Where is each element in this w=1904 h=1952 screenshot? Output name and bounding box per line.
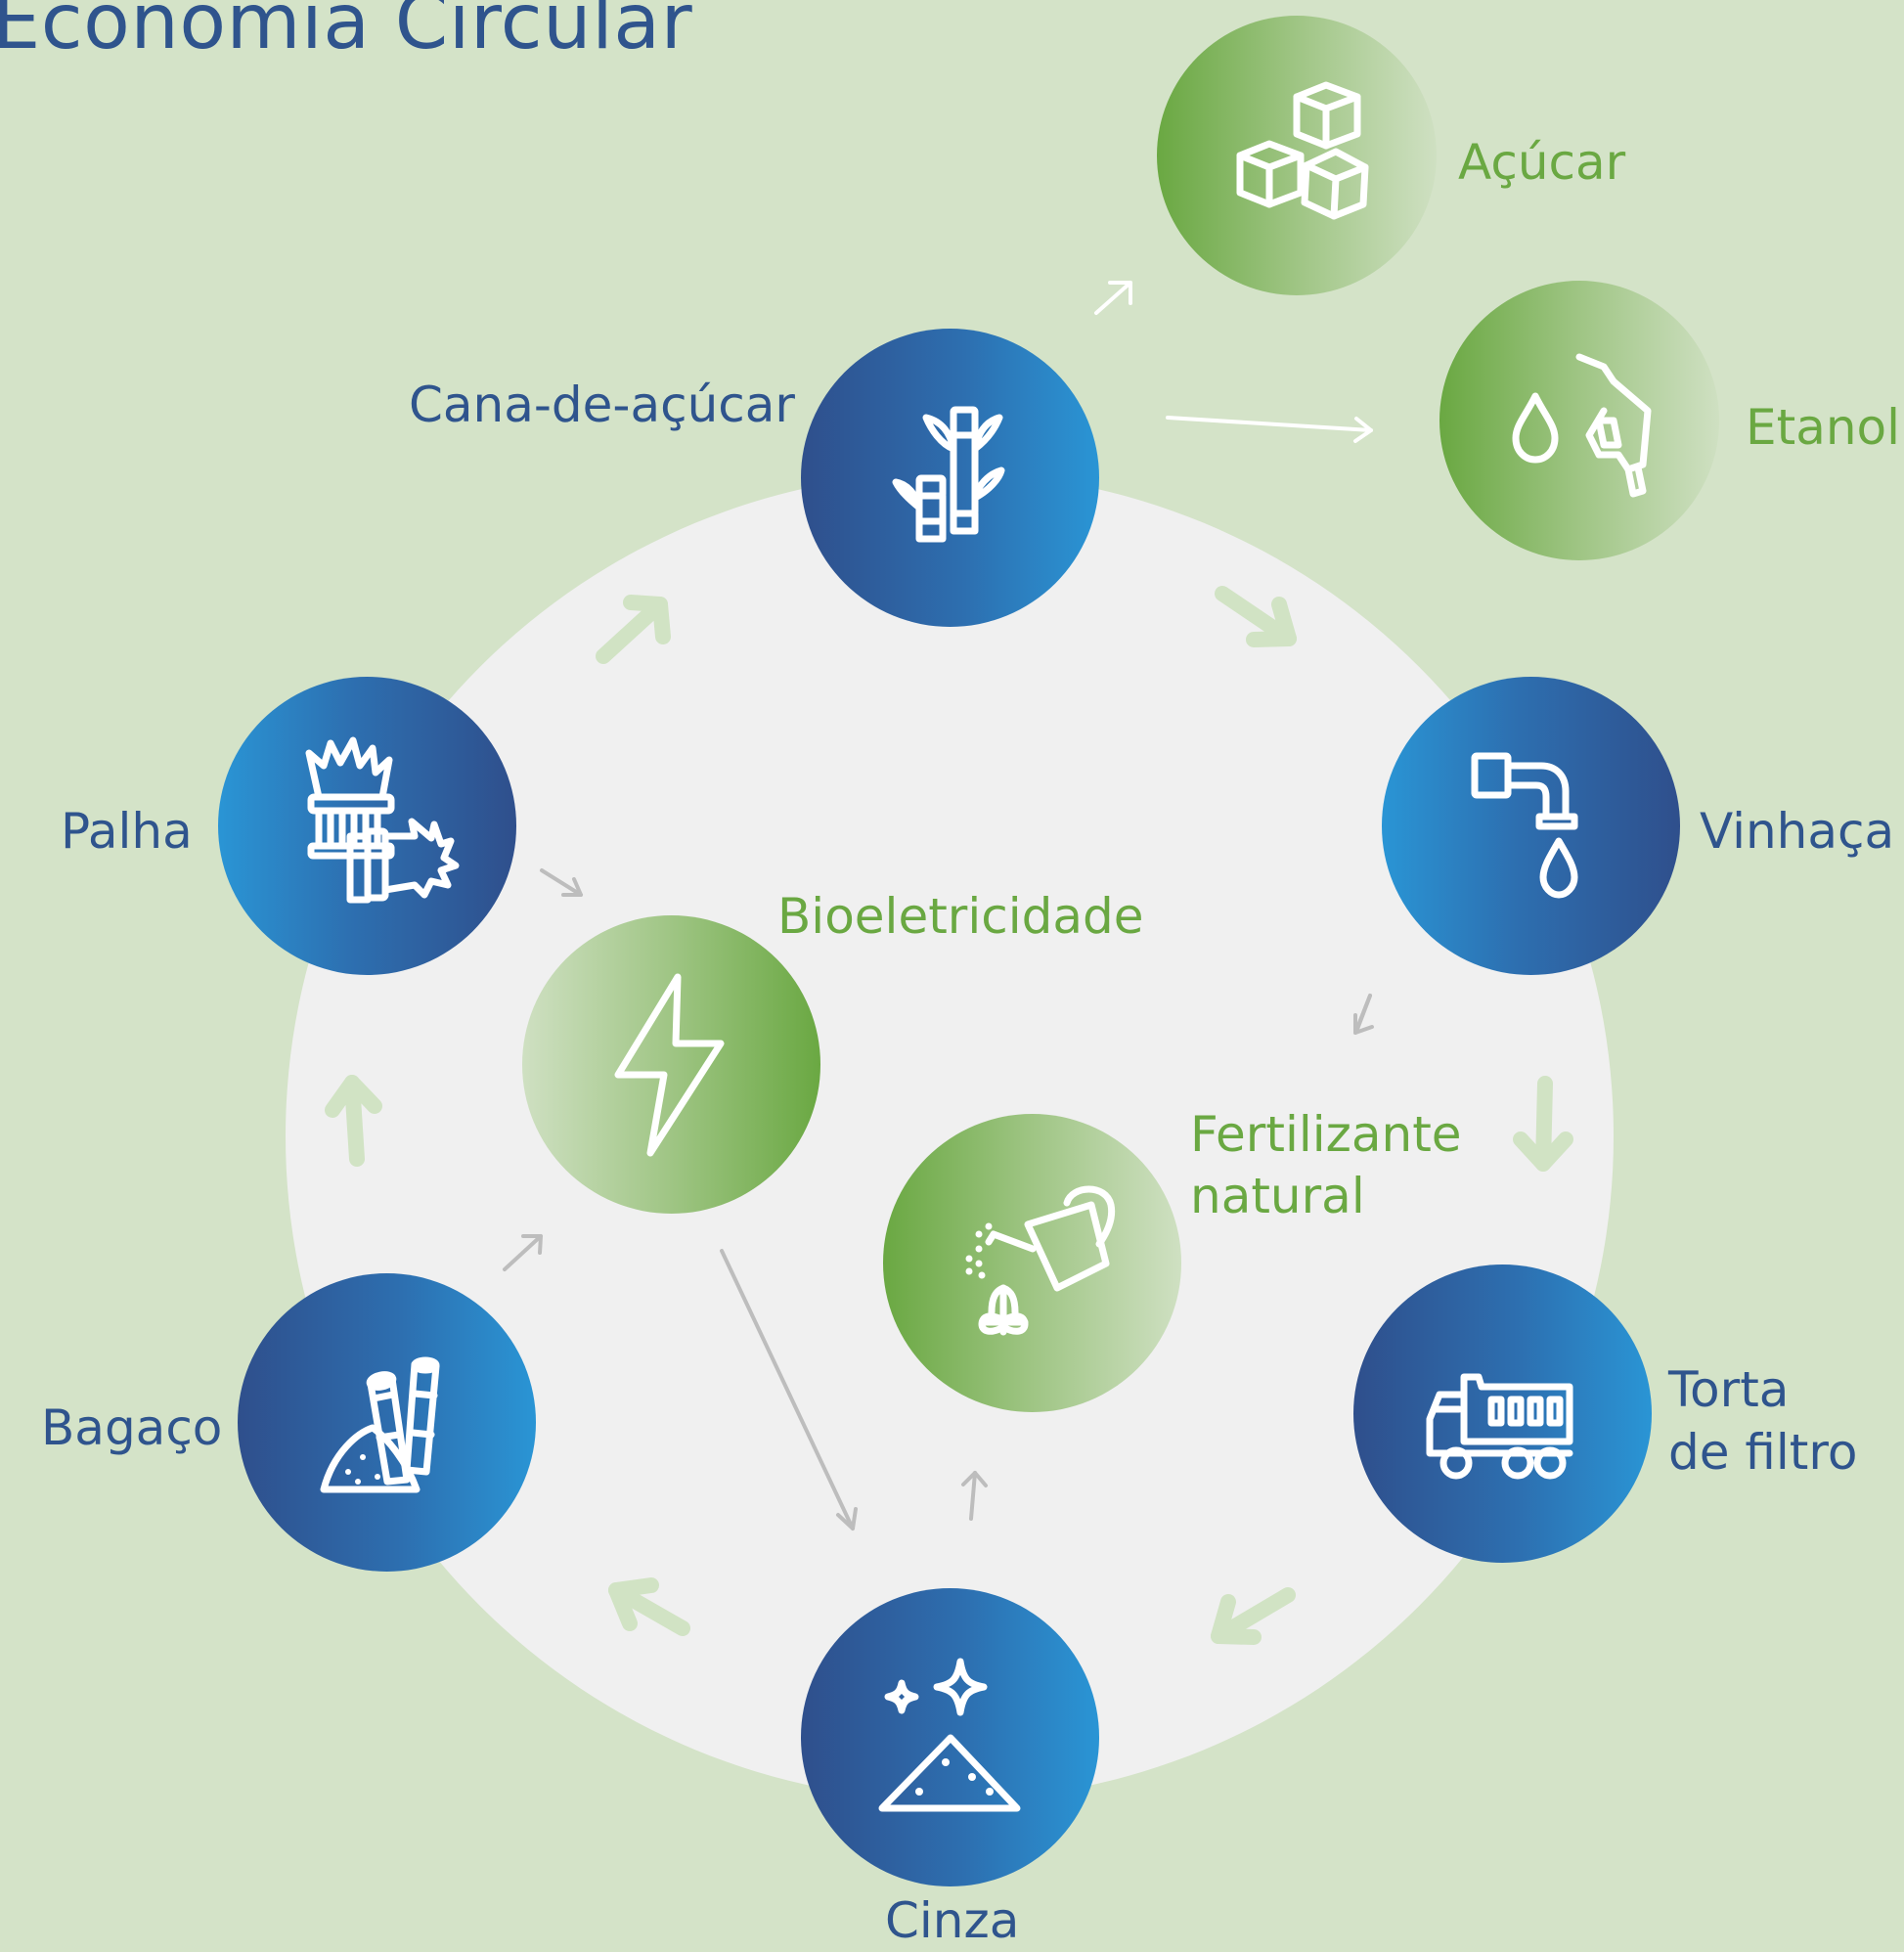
node-fertilizante <box>883 1114 1181 1412</box>
arrow-cinza-to-fertilizante <box>961 1471 988 1521</box>
bagasse-icon <box>320 1356 439 1492</box>
label-acucar: Açúcar <box>1458 134 1626 191</box>
label-palha: Palha <box>61 803 193 860</box>
label-cinza: Cinza <box>885 1892 1020 1949</box>
arrow-vinhaca-to-torta <box>1513 1076 1573 1172</box>
node-acucar <box>1157 16 1437 295</box>
arrow-palha-to-bioeletricidade <box>540 868 583 897</box>
arrow-palha-to-cana <box>596 595 671 664</box>
cycle-ring <box>286 472 1614 1800</box>
dump-truck-icon <box>1426 1373 1572 1479</box>
arrow-bagaco-to-palha <box>325 1075 382 1167</box>
node-cinza <box>801 1588 1099 1886</box>
product-arrows <box>1094 281 1373 443</box>
inner-flow-arrows <box>503 868 1374 1531</box>
page-title: Economia Circular <box>0 0 693 67</box>
node-cana <box>801 329 1099 627</box>
lightning-icon <box>614 973 724 1156</box>
arrow-cana-to-vinhaca <box>1215 586 1297 647</box>
arrow-bioeletricidade-to-cinza <box>720 1249 858 1531</box>
node-vinhaca <box>1382 677 1680 975</box>
arrow-cana-to-acucar <box>1094 281 1132 315</box>
label-etanol: Etanol <box>1746 399 1901 456</box>
label-torta-line1: Torta <box>1668 1361 1790 1418</box>
label-torta-line2: de filtro <box>1668 1424 1858 1481</box>
arrow-bagaco-to-bioeletricidade <box>503 1234 543 1271</box>
fuel-nozzle-icon <box>1512 353 1652 498</box>
node-torta <box>1353 1264 1652 1563</box>
label-bioeletricidade: Bioeletricidade <box>777 888 1144 945</box>
arrow-cinza-to-bagaco <box>608 1577 690 1636</box>
watering-can-icon <box>965 1185 1115 1335</box>
label-cana: Cana-de-açúcar <box>409 377 795 433</box>
label-fertilizante-line1: Fertilizante <box>1190 1106 1462 1163</box>
sugar-cubes-icon <box>1236 81 1369 220</box>
arrow-vinhaca-to-fertilizante <box>1353 994 1374 1035</box>
label-vinhaca: Vinhaça <box>1700 803 1895 860</box>
ash-pile-icon <box>878 1658 1020 1811</box>
faucet-drop-icon <box>1471 752 1577 898</box>
node-bioeletricidade <box>522 915 820 1214</box>
label-fertilizante-line2: natural <box>1190 1168 1365 1224</box>
label-bagaco: Bagaço <box>41 1399 223 1456</box>
node-bagaco <box>238 1273 536 1572</box>
arrow-torta-to-cinza <box>1211 1587 1296 1645</box>
node-etanol <box>1439 281 1719 560</box>
arrow-cana-to-etanol <box>1166 416 1373 443</box>
sugarcane-icon <box>892 406 1004 542</box>
outer-cycle-arrows <box>325 586 1573 1645</box>
straw-bundle-icon <box>305 736 459 903</box>
node-palha <box>218 677 516 975</box>
